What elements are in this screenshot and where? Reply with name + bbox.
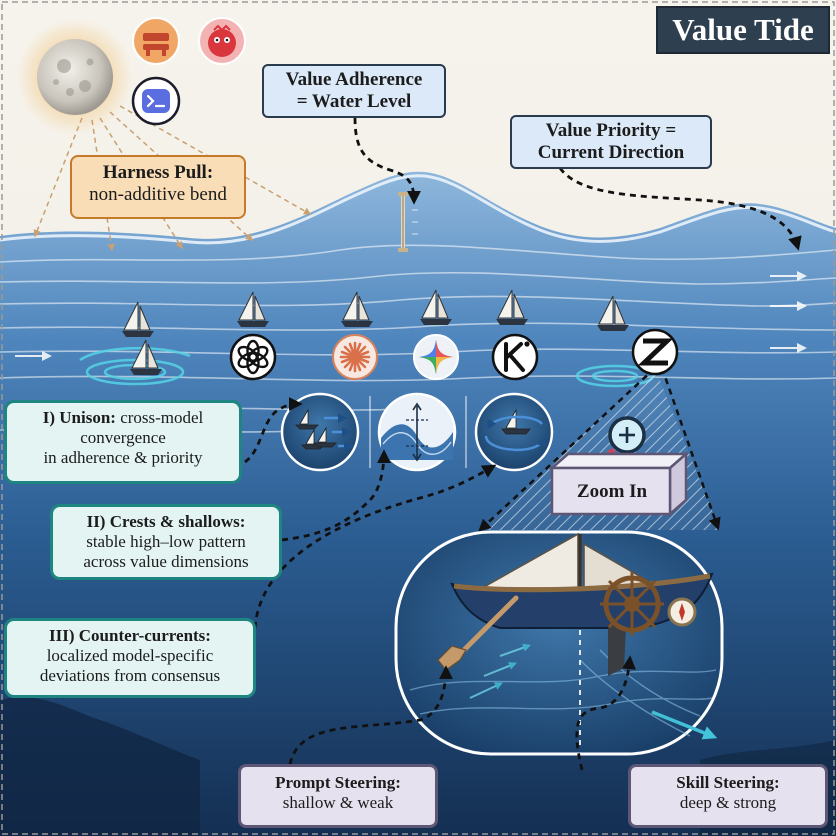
unison-line2: convergence	[80, 428, 166, 448]
unison-line3: in adherence & priority	[43, 448, 203, 468]
zoom-lens	[394, 530, 724, 756]
zoom-in-box	[548, 451, 690, 517]
counter-line2: deviations from consensus	[39, 666, 221, 686]
prompt-steering-heading: Prompt Steering:	[275, 773, 401, 792]
harness-pull-body: non-additive bend	[89, 184, 227, 206]
unison-heading: I) Unison:	[42, 408, 116, 427]
crests-heading: II) Crests & shallows:	[86, 512, 246, 531]
value-priority-label: Value Priority = Current Direction	[510, 115, 712, 169]
counter-current-lens-icon	[474, 392, 554, 472]
zoom-in-label: Zoom In	[576, 481, 648, 502]
terminal-icon	[131, 76, 181, 126]
bench-icon	[132, 17, 180, 65]
sailboat-row	[122, 289, 629, 375]
crests-lens-icon	[377, 392, 457, 472]
counter-currents-label: III) Counter-currents: localized model-s…	[4, 618, 256, 698]
unison-lens-icon	[280, 392, 360, 472]
skill-steering-heading: Skill Steering:	[676, 773, 780, 792]
crests-line1: stable high–low pattern	[86, 532, 246, 552]
prompt-steering-label: Prompt Steering: shallow & weak	[238, 764, 438, 828]
openai-logo-icon	[229, 333, 277, 381]
counter-line1: localized model-specific	[46, 646, 214, 666]
skill-steering-label: Skill Steering: deep & strong	[628, 764, 828, 828]
value-adherence-line2: = Water Level	[296, 91, 412, 113]
red-bird-icon	[198, 17, 246, 65]
claude-burst-icon	[332, 334, 378, 380]
water-level-gauge	[398, 192, 418, 252]
harness-pull-label: Harness Pull: non-additive bend	[70, 155, 246, 219]
harness-pull-heading: Harness Pull:	[102, 162, 214, 183]
skill-steering-body: deep & strong	[679, 793, 777, 813]
page-title: Value Tide	[656, 6, 830, 54]
value-priority-line1: Value Priority =	[545, 120, 677, 141]
helm-wheel-icon	[600, 572, 664, 636]
moon-icon	[37, 39, 113, 115]
zhipu-z-icon	[631, 328, 679, 376]
value-adherence-label: Value Adherence = Water Level	[262, 64, 446, 118]
crests-line2: across value dimensions	[83, 552, 249, 572]
prompt-steering-body: shallow & weak	[282, 793, 394, 813]
unison-label: I) Unison: cross-model convergence in ad…	[4, 400, 242, 484]
crests-shallows-label: II) Crests & shallows: stable high–low p…	[50, 504, 282, 580]
value-priority-line2: Current Direction	[537, 142, 685, 164]
value-adherence-line1: Value Adherence	[285, 69, 423, 90]
unison-line1: cross-model	[120, 408, 204, 427]
counter-heading: III) Counter-currents:	[49, 626, 211, 645]
compass-icon	[667, 597, 697, 627]
kimi-k-icon	[491, 333, 539, 381]
gemini-star-icon	[413, 334, 459, 380]
